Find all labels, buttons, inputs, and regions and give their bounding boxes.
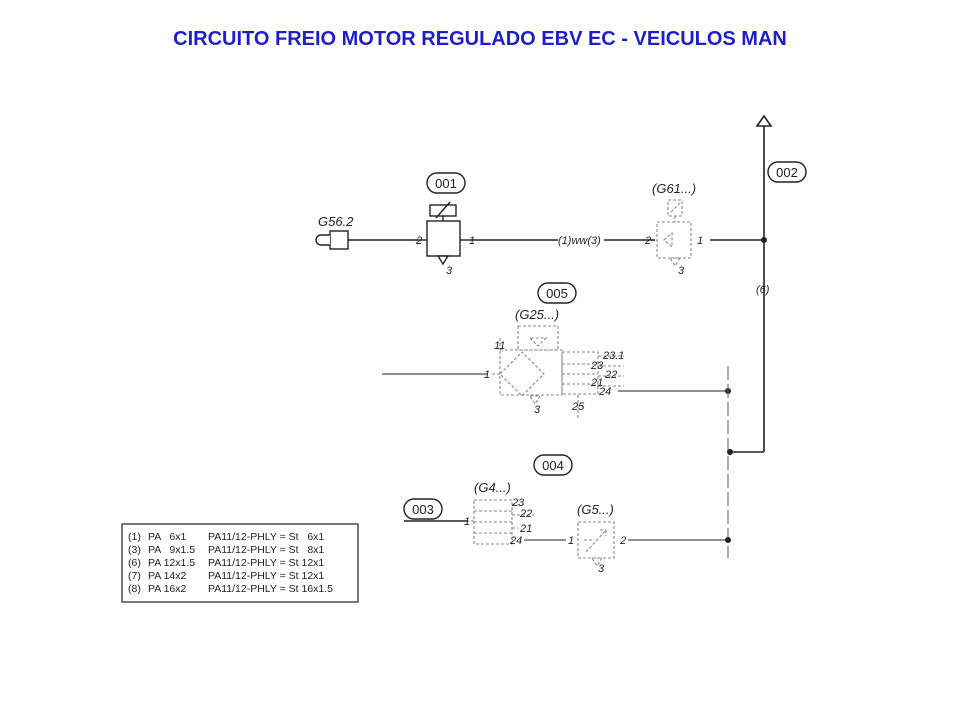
v001-port-exh: 3 — [446, 265, 453, 277]
legend-spec: PA11/12-PHLY = St 16x1.5 — [208, 583, 333, 595]
legend-spec: PA11/12-PHLY = St 8x1 — [208, 544, 324, 556]
tag-001: 001 — [426, 172, 466, 194]
g4-valve-symbol — [468, 499, 534, 545]
v001-port-in: 2 — [415, 235, 422, 247]
g25-port-11: 11 — [494, 340, 505, 352]
g25-relay-valve-symbol — [492, 325, 624, 420]
junction-riser-bottom — [727, 449, 733, 455]
tag-004-label: 004 — [542, 458, 564, 473]
legend-pa: PA 14x2 — [148, 570, 186, 582]
riser-line-label: (6) — [756, 284, 770, 296]
main-line-label: (1)ww(3) — [558, 235, 601, 247]
g5-port-exh: 3 — [598, 563, 605, 575]
v001-port-out: 1 — [469, 235, 475, 247]
legend-pa: PA 16x2 — [148, 583, 186, 595]
legend-spec: PA11/12-PHLY = St 6x1 — [208, 531, 324, 543]
legend-code: (7) — [128, 570, 141, 582]
g5-valve-symbol — [577, 521, 615, 568]
g61-valve-symbol — [656, 199, 692, 268]
g61-port-out: 1 — [697, 235, 703, 247]
tag-002: 002 — [767, 161, 807, 183]
g25-port-23: 23 — [590, 360, 604, 372]
legend-code: (6) — [128, 557, 141, 569]
g5-port-out: 2 — [619, 535, 626, 547]
main-riser — [730, 114, 773, 453]
legend-code: (3) — [128, 544, 141, 556]
g4-port-21: 21 — [519, 523, 532, 535]
g61-label: (G61...) — [652, 181, 696, 196]
tag-005-label: 005 — [546, 286, 568, 301]
g25-port-21: 21 — [590, 377, 603, 389]
tag-001-label: 001 — [435, 176, 457, 191]
legend-spec: PA11/12-PHLY = St 12x1 — [208, 557, 324, 569]
legend-spec: PA11/12-PHLY = St 12x1 — [208, 570, 324, 582]
g25-port-23-1: 23.1 — [602, 350, 624, 362]
junction-top — [761, 237, 767, 243]
legend-code: (1) — [128, 531, 141, 543]
tag-005: 005 — [537, 282, 577, 304]
g56-label: G56.2 — [318, 214, 354, 229]
legend-row: (7) PA 14x2 PA11/12-PHLY = St 12x1 — [128, 570, 324, 582]
tag-003-label: 003 — [412, 502, 434, 517]
g5-port-in: 1 — [568, 535, 574, 547]
pipe-spec-legend: (1) PA 6x1 PA11/12-PHLY = St 6x1 (3) PA … — [121, 523, 359, 603]
legend-code: (8) — [128, 583, 141, 595]
legend-row: (6) PA 12x1.5 PA11/12-PHLY = St 12x1 — [128, 557, 324, 569]
page-title: CIRCUITO FREIO MOTOR REGULADO EBV EC - V… — [173, 28, 787, 50]
g25-port-exh: 3 — [534, 404, 541, 416]
legend-row: (8) PA 16x2 PA11/12-PHLY = St 16x1.5 — [128, 583, 333, 595]
g61-port-exh: 3 — [678, 265, 685, 277]
g5-label: (G5...) — [577, 502, 614, 517]
junction-bottom — [725, 537, 731, 543]
g61-port-in: 2 — [644, 235, 651, 247]
g4-port-24: 24 — [509, 535, 522, 547]
g25-label: (G25...) — [515, 307, 559, 322]
g25-port-in: 1 — [484, 369, 490, 381]
legend-pa: PA 9x1.5 — [148, 544, 195, 556]
legend-row: (3) PA 9x1.5 PA11/12-PHLY = St 8x1 — [128, 544, 324, 556]
legend-pa: PA 6x1 — [148, 531, 186, 543]
g4-port-in: 1 — [464, 516, 470, 528]
g4-port-23: 23 — [511, 497, 525, 509]
g4-label: (G4...) — [474, 480, 511, 495]
g25-port-24: 24 — [598, 386, 611, 398]
g4-port-22: 22 — [519, 508, 532, 520]
tag-004: 004 — [533, 454, 573, 476]
tag-003: 003 — [403, 498, 443, 520]
valve-001-symbol — [418, 201, 470, 266]
tag-002-label: 002 — [776, 165, 798, 180]
g25-port-25: 25 — [571, 401, 585, 413]
legend-row: (1) PA 6x1 PA11/12-PHLY = St 6x1 — [128, 531, 324, 543]
g25-port-22: 22 — [604, 369, 617, 381]
g56-connector-symbol — [315, 230, 349, 250]
legend-pa: PA 12x1.5 — [148, 557, 195, 569]
